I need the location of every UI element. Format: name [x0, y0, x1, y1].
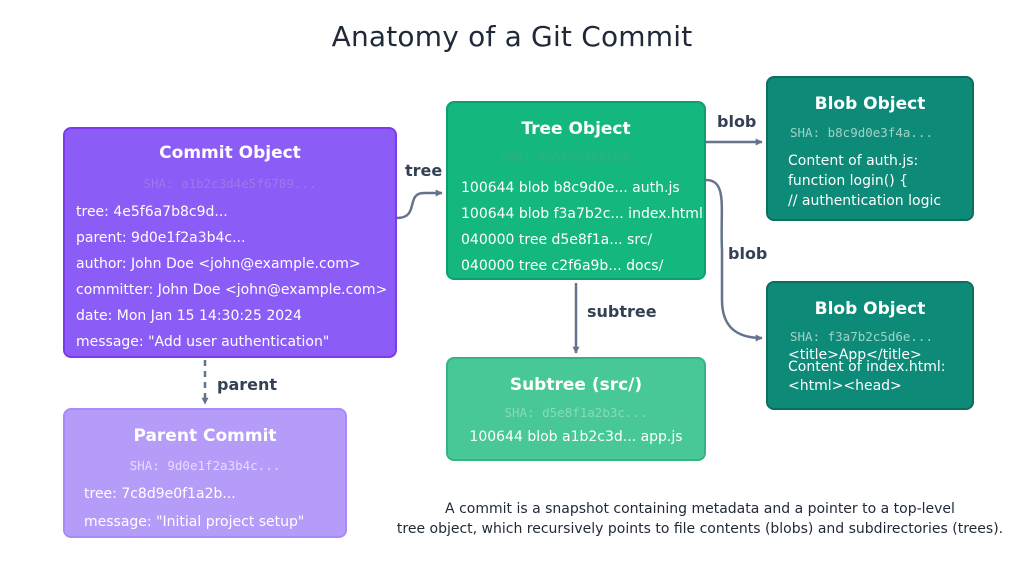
blob-content-line: Content of index.html:: [788, 359, 946, 375]
blob-edge-bottom-label: blob: [728, 244, 768, 263]
blob-object-auth-node: Blob Object SHA: b8c9d0e3f4a... Content …: [766, 76, 974, 221]
tree-entry-auth-js: 100644 blob b8c9d0e... auth.js: [461, 180, 680, 196]
parent-commit-sha: SHA: 9d0e1f2a3b4c...: [129, 458, 281, 473]
blob-object-index-node: Blob Object SHA: f3a7b2c5d6e... <title>A…: [766, 281, 974, 410]
parent-commit-header: Parent Commit: [133, 426, 277, 446]
blob-edge-top-label: blob: [717, 112, 757, 131]
commit-object-header: Commit Object: [159, 143, 301, 163]
blob-content-line: <html><head>: [788, 378, 902, 394]
commit-message-line: message: "Add user authentication": [76, 334, 330, 350]
tree-edge: [396, 189, 443, 220]
subtree-node: Subtree (src/) SHA: d5e8f1a2b3c... 10064…: [446, 357, 706, 461]
caption-text: A commit is a snapshot containing metada…: [380, 499, 1020, 539]
parent-edge-label: parent: [217, 375, 278, 394]
blob-content-line: function login() {: [788, 173, 909, 189]
parent-commit-node: Parent Commit SHA: 9d0e1f2a3b4c... tree:…: [63, 408, 347, 538]
caption-line: A commit is a snapshot containing metada…: [445, 501, 955, 517]
blob-sha: SHA: f3a7b2c5d6e...: [790, 329, 933, 344]
commit-parent-line: parent: 9d0e1f2a3b4c...: [76, 230, 246, 246]
blob-object-header: Blob Object: [814, 94, 926, 114]
commit-object-node: Commit Object SHA: a1b2c3d4e5f6789... tr…: [63, 127, 397, 358]
blob-sha: SHA: b8c9d0e3f4a...: [790, 125, 933, 140]
subtree-header: Subtree (src/): [509, 375, 643, 395]
blob-content-line: <title>App</title>: [788, 347, 922, 363]
blob-edge-bottom: [705, 178, 763, 342]
subtree-edge-label: subtree: [587, 302, 657, 321]
tree-entry-index-html: 100644 blob f3a7b2c... index.html: [461, 206, 703, 222]
parent-tree-line: tree: 7c8d9e0f1a2b...: [84, 486, 236, 502]
blob-content-line: // authentication logic: [788, 193, 942, 209]
tree-entry-docs: 040000 tree c2f6a9b... docs/: [461, 258, 664, 274]
tree-sha: SHA: 4e5f6a7b8c9d...: [500, 149, 652, 164]
commit-sha: SHA: a1b2c3d4e5f6789...: [143, 176, 317, 191]
caption-line: tree object, which recursively points to…: [396, 521, 1004, 537]
commit-tree-line: tree: 4e5f6a7b8c9d...: [76, 204, 228, 220]
tree-object-header: Tree Object: [521, 119, 631, 139]
commit-author-line: author: John Doe <john@example.com>: [76, 256, 361, 272]
subtree-sha: SHA: d5e8f1a2b3c...: [504, 405, 648, 420]
subtree-entry-app-js: 100644 blob a1b2c3d... app.js: [469, 429, 683, 445]
blob-content-line: Content of auth.js:: [788, 153, 919, 169]
parent-message-line: message: "Initial project setup": [84, 514, 305, 530]
diagram-title: Anatomy of a Git Commit: [331, 20, 693, 53]
commit-committer-line: committer: John Doe <john@example.com>: [76, 282, 388, 298]
blob-object-header: Blob Object: [814, 299, 926, 319]
tree-entry-src: 040000 tree d5e8f1a... src/: [461, 232, 653, 248]
tree-object-node: Tree Object SHA: 4e5f6a7b8c9d... 100644 …: [446, 101, 706, 280]
tree-edge-label: tree: [405, 161, 443, 180]
commit-date-line: date: Mon Jan 15 14:30:25 2024: [76, 308, 302, 324]
